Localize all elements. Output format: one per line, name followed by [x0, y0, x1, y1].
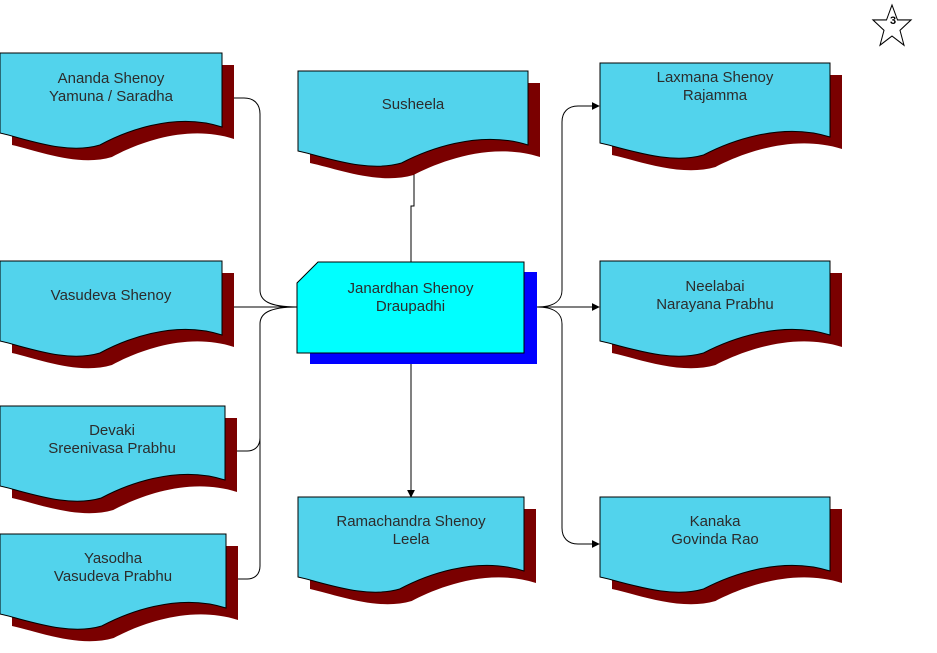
card-bottom-right [599, 496, 831, 593]
node-mid-right-line2: Narayana Prabhu [656, 296, 774, 313]
node-bottom-left: Yasodha Vasudeva Prabhu [0, 547, 226, 589]
connector-to-yasodha [227, 430, 261, 583]
connector-to-susheela [410, 166, 415, 262]
center-node-line1: Janardhan Shenoy [347, 280, 474, 297]
node-mid-left: Vasudeva Shenoy [0, 276, 222, 316]
node-lower-left-line1: Devaki [89, 422, 135, 439]
connector-to-devaki [227, 306, 298, 455]
connector-to-ananda [223, 94, 298, 308]
card-top-left [0, 52, 223, 149]
page-star-icon [871, 3, 913, 47]
card-mid-right [599, 260, 831, 357]
card-lower-left [0, 405, 226, 502]
node-bottom-right: Kanaka Govinda Rao [600, 510, 830, 552]
center-node-label: Janardhan Shenoy Draupadhi [297, 276, 524, 320]
node-mid-left-line1: Vasudeva Shenoy [50, 287, 172, 304]
node-top-right-line2: Rajamma [682, 87, 748, 104]
card-bottom-center [297, 496, 525, 593]
node-top-center-line1: Susheela [381, 96, 445, 113]
node-mid-right-line1: Neelabai [685, 278, 745, 295]
node-lower-left-line2: Sreenivasa Prabhu [48, 440, 176, 457]
connector-to-kanaka [536, 306, 600, 548]
node-bottom-center-line2: Leela [392, 531, 430, 548]
card-mid-left [0, 260, 223, 357]
node-bottom-left-line1: Yasodha [83, 550, 143, 567]
center-node-line2: Draupadhi [375, 298, 446, 315]
node-lower-left: Devaki Sreenivasa Prabhu [0, 419, 224, 461]
node-top-left: Ananda Shenoy Yamuna / Saradha [0, 67, 222, 109]
node-top-left-line1: Ananda Shenoy [57, 70, 165, 87]
card-top-right [599, 62, 831, 159]
node-bottom-right-line2: Govinda Rao [671, 531, 759, 548]
node-top-center: Susheela [298, 86, 528, 124]
node-bottom-right-line1: Kanaka [689, 513, 741, 530]
card-bottom-left [0, 533, 227, 630]
center-card [296, 261, 537, 364]
node-top-left-line2: Yamuna / Saradha [49, 88, 173, 105]
node-top-right-line1: Laxmana Shenoy [656, 69, 774, 86]
node-bottom-center-line1: Ramachandra Shenoy [336, 513, 486, 530]
node-mid-right: Neelabai Narayana Prabhu [600, 275, 830, 317]
connector-to-laxmana [536, 102, 600, 308]
card-top-center [297, 70, 529, 167]
center-card-face [296, 261, 525, 354]
connectors [223, 94, 600, 583]
page-number: 3 [889, 15, 897, 27]
node-top-right: Laxmana Shenoy Rajamma [600, 66, 830, 108]
node-bottom-left-line2: Vasudeva Prabhu [53, 568, 173, 585]
node-bottom-center: Ramachandra Shenoy Leela [298, 510, 524, 552]
